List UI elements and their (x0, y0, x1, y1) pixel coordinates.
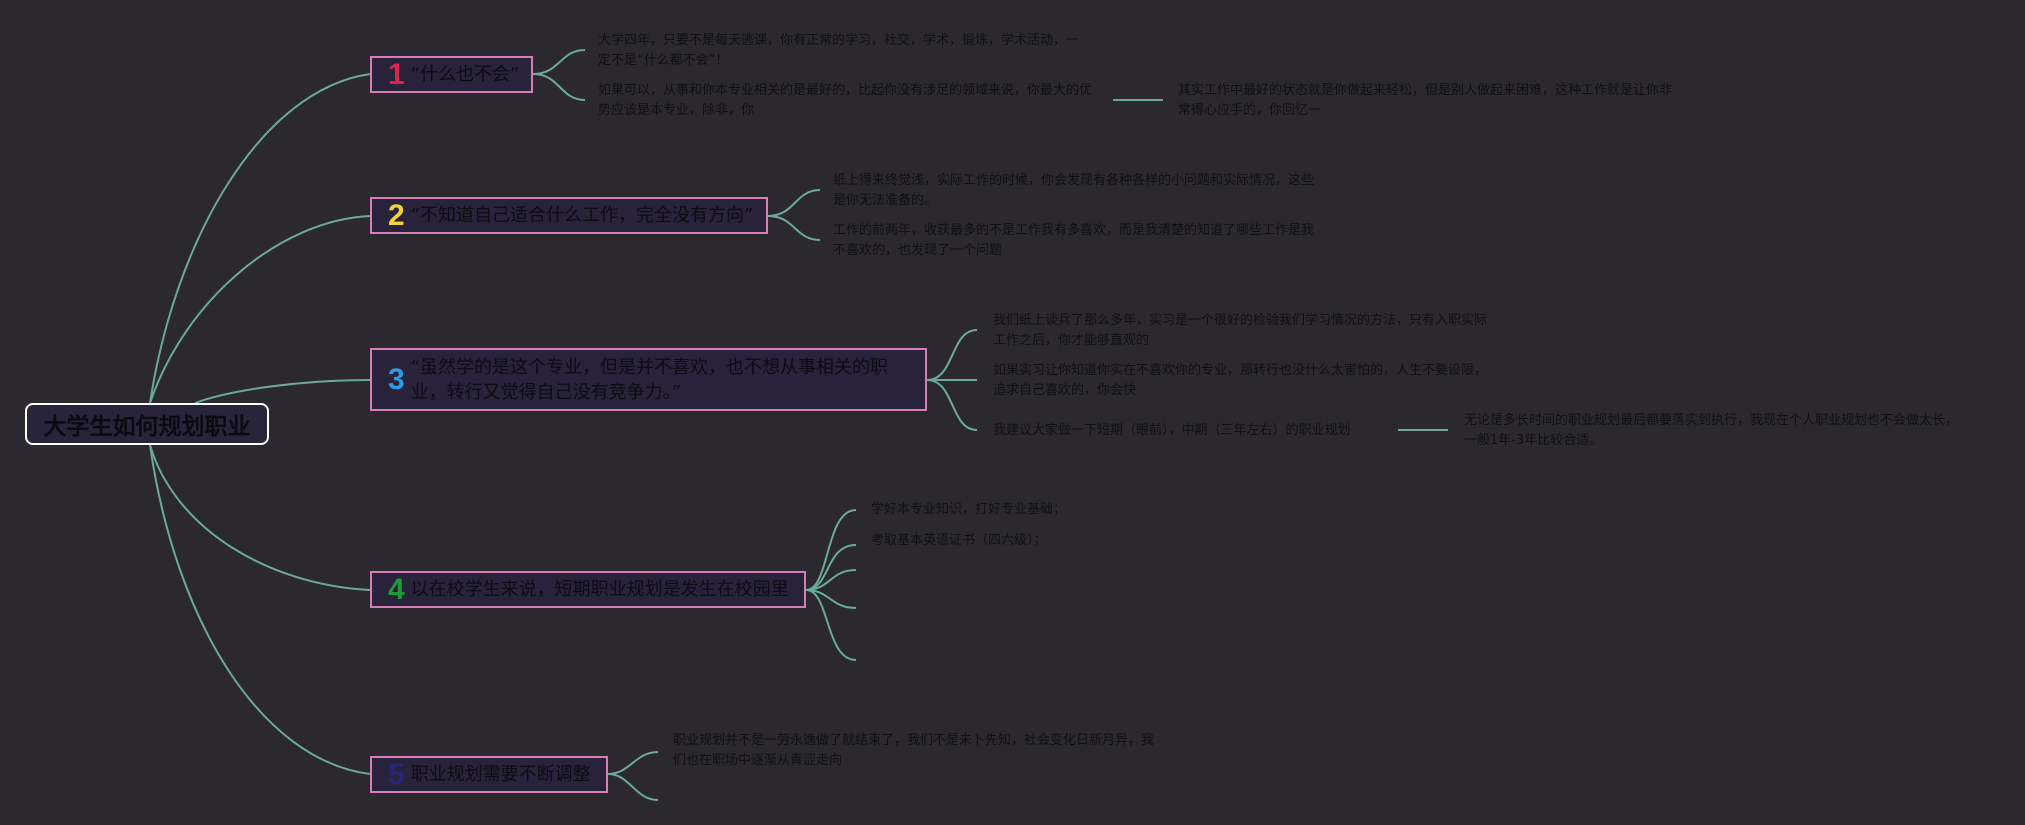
link-b4-n5 (805, 589, 857, 661)
branch-number-2: 2 (388, 198, 405, 232)
branch-label-4: 以在校学生来说，短期职业规划是发生在校园里 (410, 579, 789, 600)
note-3-2: 如果实习让你知道你实在不喜欢你的专业，那转行也没什么太害怕的，人生不要设限，追求… (993, 363, 1488, 398)
branch-number-3: 3 (388, 362, 405, 396)
link-root-b4 (149, 444, 371, 591)
link-b2-n1 (767, 189, 821, 217)
link-b5-n2 (607, 773, 659, 801)
note-4-1: 学好本专业知识，打好专业基础； (871, 502, 1067, 517)
link-root-b5 (149, 444, 371, 775)
branch-node-5[interactable]: 5 职业规划需要不断调整 (370, 756, 608, 793)
branch-node-2[interactable]: 2 “不知道自己适合什么工作，完全没有方向” (370, 197, 768, 234)
link-b5-n1 (607, 751, 659, 775)
note-1-1: 大学四年，只要不是每天逃课，你有正常的学习，社交，学术，锻炼，学术活动，一定不是… (598, 33, 1080, 68)
link-b3-n1 (926, 329, 978, 381)
link-b4-n2 (805, 544, 857, 591)
branch-node-3[interactable]: 3 “虽然学的是这个专业，但是并不喜欢，也不想从事相关的职业，转行又觉得自己没有… (370, 348, 927, 411)
root-node[interactable]: 大学生如何规划职业 (25, 403, 269, 445)
note-2-2: 工作的前两年，收获最多的不是工作我有多喜欢，而是我清楚的知道了哪些工作是我不喜欢… (833, 223, 1315, 258)
note-2-1: 纸上得来终觉浅，实际工作的时候，你会发现有各种各样的小问题和实际情况，这些是你无… (833, 173, 1315, 208)
branch-label-3: “虽然学的是这个专业，但是并不喜欢，也不想从事相关的职业，转行又觉得自己没有竞争… (410, 356, 889, 403)
branch-label-2: “不知道自己适合什么工作，完全没有方向” (410, 205, 754, 226)
branch-label-1: “什么也不会” (410, 64, 520, 85)
branch-number-1: 1 (388, 57, 405, 91)
note-3-1: 我们纸上谈兵了那么多年，实习是一个很好的检验我们学习情况的方法，只有入职实际工作… (993, 313, 1488, 348)
link-b1-n2 (532, 73, 586, 101)
branch-node-1[interactable]: 1 “什么也不会” (370, 56, 533, 93)
branch-number-4: 4 (388, 572, 405, 606)
branch-label-5: 职业规划需要不断调整 (410, 764, 591, 785)
note-3-3: 我建议大家做一下短期（眼前），中期（三年左右）的职业规划 (993, 423, 1351, 438)
branch-node-4[interactable]: 4 以在校学生来说，短期职业规划是发生在校园里 (370, 571, 806, 608)
link-b4-n4 (805, 589, 857, 609)
link-root-b1 (149, 73, 371, 404)
link-root-b2 (149, 215, 371, 404)
link-b3-n3 (926, 379, 978, 431)
link-b1-n1 (532, 49, 586, 75)
note-4-2: 考取基本英语证书（四六级）； (871, 533, 1047, 548)
branch-number-5: 5 (388, 757, 405, 791)
note-5-1: 职业规划并不是一劳永逸做了就结束了，我们不是未卜先知，社会变化日新月异，我们也在… (673, 733, 1155, 768)
link-b2-n2 (767, 215, 821, 241)
root-label: 大学生如何规划职业 (43, 414, 251, 440)
link-root-b3 (194, 379, 371, 404)
sub-note-1: 其实工作中最好的状态就是你做起来轻松，但是别人做起来困难，这种工作就是让你非常得… (1178, 83, 1673, 118)
link-b4-n1 (805, 509, 857, 591)
note-1-2: 如果可以，从事和你本专业相关的是最好的，比起你没有涉足的领域来说，你最大的优势应… (598, 83, 1093, 118)
sub-note-3: 无论是多长时间的职业规划最后都要落实到执行，我现在个人职业规划也不会做太长，一般… (1464, 413, 1959, 448)
